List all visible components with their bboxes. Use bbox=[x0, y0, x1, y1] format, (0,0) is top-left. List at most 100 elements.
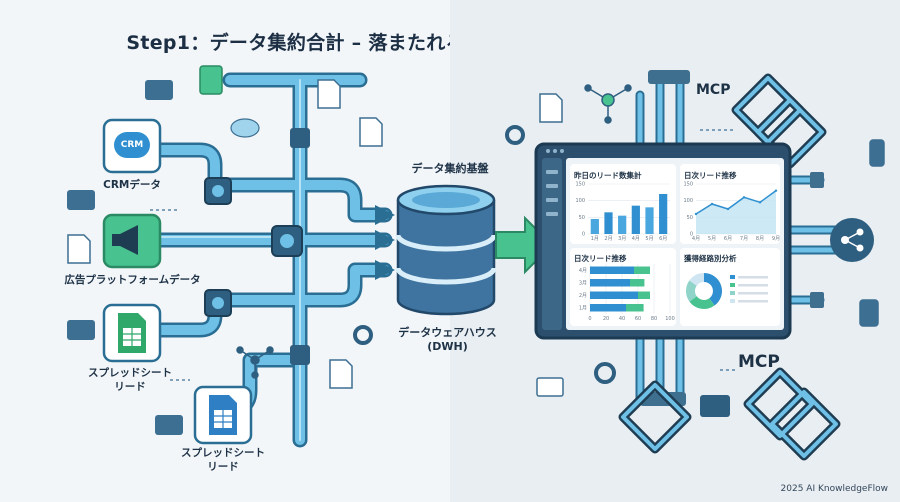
bar bbox=[638, 291, 650, 299]
y-tick-label: 4月 bbox=[579, 268, 587, 274]
y-tick-label: 0 bbox=[582, 232, 585, 238]
bar bbox=[604, 212, 613, 234]
point bbox=[742, 196, 746, 199]
y-tick-label: 150 bbox=[575, 182, 585, 188]
point bbox=[710, 202, 714, 206]
y-tick-label: 1月 bbox=[579, 306, 587, 312]
footer-credit: 2025 AI KnowledgeFlow bbox=[780, 484, 888, 494]
panel3-hbar-chart: 0 20 40 60 80 100 4月 3月 2月 1月 bbox=[579, 264, 675, 322]
dotted-connectors bbox=[150, 129, 738, 381]
x-tick-label: 60 bbox=[635, 316, 641, 322]
panel2-area-chart: 150 100 50 04月 5月 6月 7月 8月 9月 bbox=[683, 182, 780, 243]
panel1-bar-chart: 150 100 50 0 1月 2月 3月 4月 5月 6月 bbox=[575, 182, 670, 242]
donut-slice bbox=[686, 280, 697, 302]
x-tick-label: 6月 bbox=[659, 236, 667, 242]
x-tick-label: 20 bbox=[603, 316, 609, 322]
mcp-label-top: MCP bbox=[696, 82, 731, 98]
y-tick-label: 3月 bbox=[579, 281, 587, 287]
legend-line bbox=[738, 284, 768, 287]
spreadsheet1-label-l1: スプレッドシート bbox=[88, 367, 172, 379]
donut-slice bbox=[704, 272, 723, 306]
legend-swatch bbox=[730, 291, 735, 295]
legend-line bbox=[738, 292, 768, 295]
hub-bottom-label-l1: データウェアハウス bbox=[398, 326, 497, 339]
spreadsheet2-label-l2: リード bbox=[207, 461, 239, 473]
hub-top-label: データ集約基盤 bbox=[411, 162, 489, 175]
briefcase-icons bbox=[67, 80, 183, 435]
x-tick-label: 7月 bbox=[740, 236, 748, 242]
panel4-title: 獲得経路別分析 bbox=[684, 254, 737, 263]
panel4-donut-chart bbox=[686, 272, 768, 310]
x-tick-label: 40 bbox=[619, 316, 625, 322]
legend-line bbox=[738, 276, 768, 279]
bar bbox=[590, 219, 599, 234]
dwh-database-icon bbox=[395, 184, 497, 316]
x-tick-label: 5月 bbox=[708, 236, 716, 242]
junction-nodes bbox=[199, 65, 310, 365]
legend-swatch bbox=[730, 275, 735, 279]
x-tick-label: 4月 bbox=[692, 236, 700, 242]
spreadsheet-source-box-1 bbox=[102, 303, 162, 363]
panel2-title: 日次リード推移 bbox=[684, 171, 737, 180]
x-tick-label: 4月 bbox=[632, 236, 640, 242]
bar bbox=[626, 304, 644, 312]
point bbox=[758, 201, 762, 204]
bar bbox=[634, 266, 650, 274]
x-tick-label: 6月 bbox=[724, 236, 732, 242]
y-tick-label: 50 bbox=[687, 215, 693, 221]
spreadsheet-source-box-2 bbox=[193, 385, 253, 445]
cloud-icon bbox=[230, 118, 260, 138]
point bbox=[694, 212, 698, 216]
donut-slice bbox=[689, 273, 704, 286]
bar bbox=[590, 266, 634, 274]
hub-bottom-label: データウェアハウス (DWH) bbox=[385, 326, 510, 354]
megaphone-source-box bbox=[102, 213, 162, 269]
x-tick-label: 100 bbox=[665, 316, 675, 322]
crm-source-box bbox=[102, 118, 162, 174]
document-icons bbox=[67, 79, 383, 389]
bar bbox=[590, 291, 638, 299]
bar bbox=[590, 279, 630, 287]
panel1-title: 昨日のリード数集計 bbox=[574, 171, 642, 180]
crm-label: CRMデータ bbox=[103, 179, 161, 191]
bar bbox=[659, 194, 668, 234]
donut-slice bbox=[689, 296, 715, 310]
y-tick-label: 2月 bbox=[579, 293, 587, 299]
x-tick-label: 1月 bbox=[591, 236, 599, 242]
network-icon bbox=[236, 84, 632, 379]
arrowheads bbox=[375, 205, 395, 280]
point bbox=[774, 189, 778, 192]
y-tick-label: 100 bbox=[575, 198, 585, 204]
crm-badge: CRM bbox=[120, 140, 144, 150]
x-tick-label: 80 bbox=[651, 316, 657, 322]
bar bbox=[645, 207, 654, 234]
y-tick-label: 150 bbox=[683, 182, 693, 188]
x-tick-label: 3月 bbox=[618, 236, 626, 242]
y-tick-label: 100 bbox=[683, 198, 693, 204]
x-tick-label: 5月 bbox=[645, 236, 653, 242]
spreadsheet2-label: スプレッドシート リード bbox=[178, 446, 268, 474]
bar bbox=[618, 215, 627, 234]
bar bbox=[631, 205, 640, 234]
point bbox=[726, 207, 730, 211]
bar bbox=[630, 279, 645, 287]
legend-swatch bbox=[730, 283, 735, 287]
ad-platform-label: 広告プラットフォームデータ bbox=[64, 274, 201, 286]
x-tick-label: 8月 bbox=[756, 236, 764, 242]
spreadsheet1-label-l2: リード bbox=[114, 381, 146, 393]
share-hub-icon bbox=[830, 218, 874, 262]
spreadsheet2-label-l1: スプレッドシート bbox=[181, 447, 265, 459]
x-tick-label: 0 bbox=[588, 316, 591, 322]
legend-swatch bbox=[730, 299, 735, 303]
mcp-label-bottom: MCP bbox=[738, 352, 780, 372]
bar bbox=[590, 304, 626, 312]
y-tick-label: 0 bbox=[690, 232, 693, 238]
spreadsheet1-label: スプレッドシート リード bbox=[85, 366, 175, 394]
x-tick-label: 9月 bbox=[772, 236, 780, 242]
legend-line bbox=[738, 300, 768, 303]
x-tick-label: 2月 bbox=[604, 236, 612, 242]
hub-bottom-label-l2: (DWH) bbox=[427, 340, 468, 353]
y-tick-label: 50 bbox=[579, 215, 585, 221]
